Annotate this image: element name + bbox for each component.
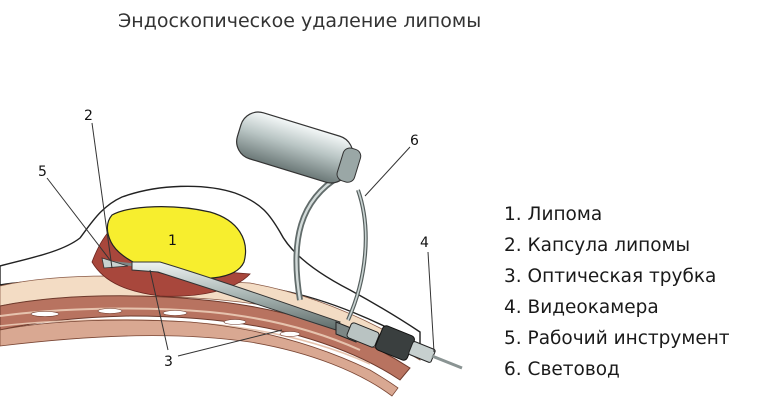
callout-3: 3 — [164, 354, 173, 370]
callout-line-5 — [46, 177, 111, 261]
legend-item-optical-tube: 3. Оптическая трубка — [504, 266, 717, 287]
diagram-title: Эндоскопическое удаление липомы — [118, 10, 482, 32]
legend-item-working-instrument: 5. Рабочий инструмент — [504, 328, 730, 349]
callout-line-3a — [149, 269, 169, 351]
callout-line-2 — [91, 122, 113, 269]
callout-1: 1 — [168, 233, 177, 249]
video-camera — [335, 321, 463, 370]
muscle-layer — [0, 295, 411, 381]
callout-4: 4 — [420, 235, 429, 251]
callout-5: 5 — [38, 164, 47, 180]
deep-layer — [0, 319, 399, 397]
callout-6: 6 — [410, 133, 419, 149]
callout-line-3b — [177, 329, 283, 357]
callout-line-6 — [364, 146, 411, 197]
legend-item-capsule: 2. Капсула липомы — [504, 235, 691, 256]
legend-item-lipoma: 1. Липома — [504, 204, 603, 225]
callout-line-4 — [427, 251, 435, 353]
callout-2: 2 — [84, 108, 93, 124]
lipoma — [106, 206, 246, 280]
legend: 1. Липома 2. Капсула липомы 3. Оптическа… — [504, 199, 730, 385]
light-source-canister — [236, 111, 362, 184]
legend-item-light-guide: 6. Световод — [504, 359, 620, 380]
legend-item-video-camera: 4. Видеокамера — [504, 297, 659, 318]
